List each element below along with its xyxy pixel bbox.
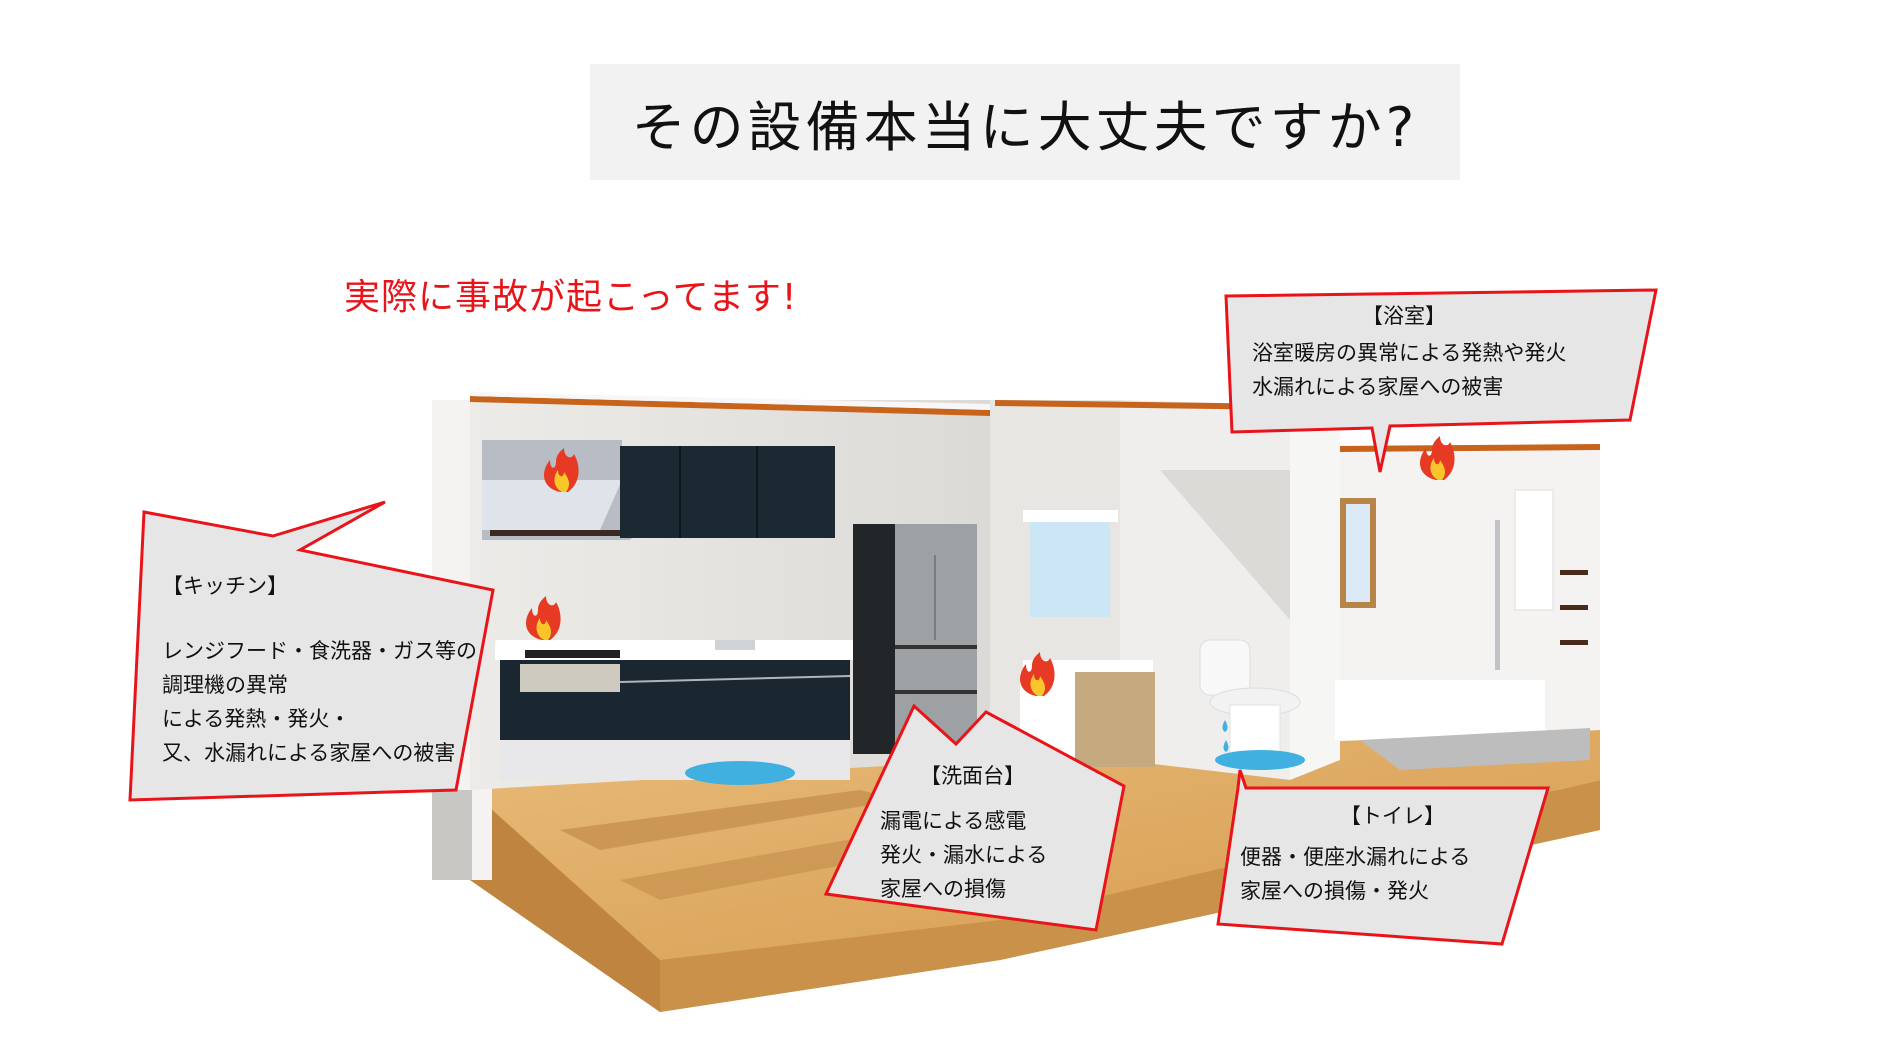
headline-banner: その設備本当に大丈夫ですか? bbox=[590, 64, 1460, 180]
water-drop-icon bbox=[1222, 720, 1228, 732]
callout-line: 便器・便座水漏れによる bbox=[1240, 845, 1471, 869]
fire-icon bbox=[544, 448, 579, 492]
callout-heading: 【浴室】 bbox=[1362, 304, 1446, 328]
toilet bbox=[1199, 639, 1305, 770]
callout-line: 又、水漏れによる家屋への被害 bbox=[162, 741, 456, 765]
callout-line: 発火・漏水による bbox=[880, 843, 1048, 867]
kitchen-counter bbox=[495, 640, 855, 780]
water-drop-icon bbox=[1223, 740, 1229, 752]
callout-line: レンジフード・食洗器・ガス等の bbox=[162, 639, 477, 663]
callout-heading: 【トイレ】 bbox=[1340, 804, 1445, 828]
callout-line: 浴室暖房の異常による発熱や発火 bbox=[1252, 341, 1567, 365]
fire-icon bbox=[1420, 436, 1455, 480]
fire-icon bbox=[526, 596, 561, 640]
kitchen-callout: 【キッチン】 レンジフード・食洗器・ガス等の 調理機の異常 による発熱・発火・ … bbox=[162, 570, 477, 770]
callout-line: 水漏れによる家屋への被害 bbox=[1252, 375, 1504, 399]
water-puddle-icon bbox=[1215, 750, 1305, 770]
bathroom-callout-bubble bbox=[1224, 288, 1658, 473]
callout-heading: 【洗面台】 bbox=[920, 764, 1025, 788]
accident-warning-text: 実際に事故が起こってます! bbox=[344, 277, 798, 318]
toilet-callout: 【トイレ】 便器・便座水漏れによる 家屋への損傷・発火 bbox=[1240, 800, 1470, 908]
callout-line: 家屋への損傷 bbox=[880, 877, 1006, 901]
bathroom-callout: 【浴室】 浴室暖房の異常による発熱や発火 水漏れによる家屋への被害 bbox=[1252, 300, 1566, 404]
callout-line: による発熱・発火・ bbox=[162, 707, 351, 731]
callout-line: 家屋への損傷・発火 bbox=[1240, 879, 1429, 903]
callout-line: 調理機の異常 bbox=[162, 673, 288, 697]
toilet-callout-bubble bbox=[1216, 769, 1551, 946]
upper-cabinets bbox=[620, 446, 835, 538]
washbasin-callout: 【洗面台】 漏電による感電 発火・漏水による 家屋への損傷 bbox=[880, 760, 1047, 906]
bathroom-area bbox=[1335, 444, 1600, 770]
fire-icon bbox=[1020, 652, 1055, 696]
callout-heading: 【キッチン】 bbox=[162, 574, 288, 598]
callout-line: 漏電による感電 bbox=[880, 809, 1027, 833]
kitchen-callout-bubble bbox=[128, 500, 495, 802]
water-puddle-icon bbox=[685, 761, 795, 785]
washbasin-callout-bubble bbox=[823, 703, 1126, 932]
page-title: その設備本当に大丈夫ですか? bbox=[631, 95, 1419, 159]
